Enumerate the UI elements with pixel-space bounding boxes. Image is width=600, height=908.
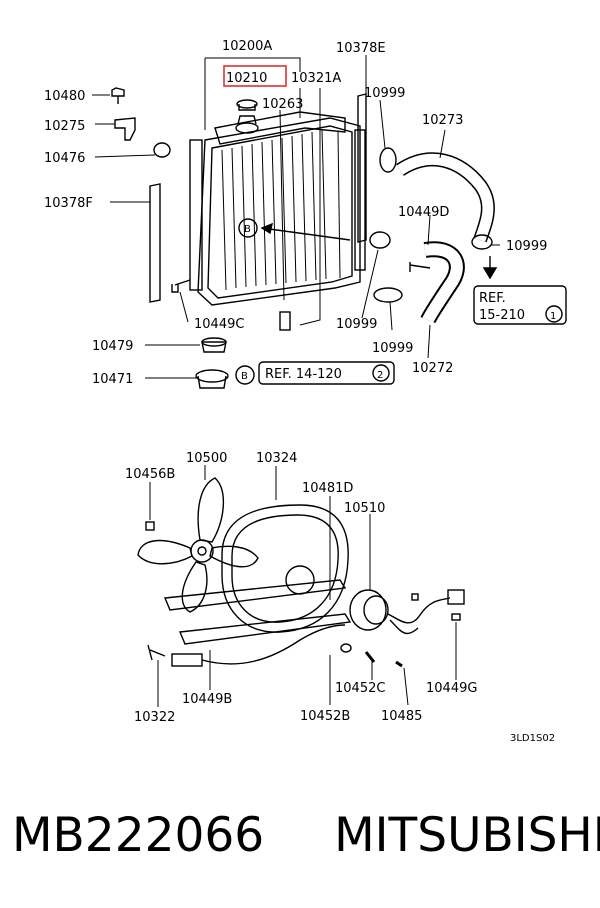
label-10324: 10324 <box>256 451 297 466</box>
radiator-body <box>197 117 361 306</box>
ref1-line2: 15-210 <box>479 308 525 323</box>
label-10449D: 10449D <box>398 205 449 220</box>
ref1-line1: REF. <box>479 291 506 306</box>
connector-10449B <box>171 653 203 667</box>
ref-box-14-120-num-circle <box>372 364 390 382</box>
label-10449G: 10449G <box>426 681 477 696</box>
marker-b-circle-2 <box>235 365 255 385</box>
radiator-cap <box>235 122 259 134</box>
mount-bolt-10449C <box>171 279 191 293</box>
marker-b-1: B <box>244 224 251 235</box>
ref2-number: 2 <box>377 370 383 381</box>
cap-10210-side <box>238 104 256 111</box>
fan-frame-lower-bar <box>178 613 352 645</box>
bolt-10449D <box>409 262 431 272</box>
label-10479: 10479 <box>92 339 133 354</box>
fan-shroud-10324 <box>221 504 349 633</box>
label-10999-a: 10999 <box>364 86 405 101</box>
label-10485: 10485 <box>381 709 422 724</box>
sensor-10322 <box>147 644 166 661</box>
label-10500: 10500 <box>186 451 227 466</box>
leader-lines-fan <box>149 465 457 707</box>
radiator-left-side-bracket <box>189 139 203 291</box>
diagram-code: 3LD1S02 <box>510 733 555 744</box>
fan-blades-10500 <box>137 477 259 613</box>
label-10210: 10210 <box>226 71 267 86</box>
ref-box-14-120 <box>258 361 395 385</box>
nut-10452B <box>340 643 352 653</box>
part-footer: MB222066 MITSUBISHI <box>12 808 600 878</box>
bolt-10480 <box>111 87 125 97</box>
highlight-box-10210 <box>223 65 287 87</box>
motor-wiring <box>387 597 451 624</box>
hose-clamp-lower-left <box>369 231 391 249</box>
fan-group: 10500 10324 10456B 10481D 10510 10322 10… <box>125 451 555 744</box>
brand-name: MITSUBISHI <box>334 808 600 863</box>
label-10263: 10263 <box>262 97 303 112</box>
sensor-harness <box>201 624 346 665</box>
hose-clamp-upper-left <box>379 147 397 173</box>
label-10449B: 10449B <box>182 692 232 707</box>
grommet-10476 <box>153 142 171 158</box>
label-10471: 10471 <box>92 372 133 387</box>
ref-box-15-210-num-circle <box>545 305 563 323</box>
label-10452B: 10452B <box>300 709 350 724</box>
seal-10378F <box>149 183 161 303</box>
cap-10210 <box>236 99 258 109</box>
radiator-cap-neck <box>237 115 257 125</box>
label-10321A: 10321A <box>291 71 341 86</box>
marker-b-circle-1 <box>238 218 258 238</box>
label-10456B: 10456B <box>125 467 175 482</box>
clip-10481D-near <box>411 593 419 601</box>
bolt-10456B <box>145 521 155 531</box>
label-10476: 10476 <box>44 151 85 166</box>
label-10999-b: 10999 <box>506 239 547 254</box>
radiator-group: 10200A 10378E 10210 10321A 10263 10999 1… <box>44 39 567 389</box>
bolt-10485 <box>395 660 403 668</box>
label-10999-d: 10999 <box>372 341 413 356</box>
reference-arrow-b <box>261 227 351 241</box>
fan-frame-upper-bar <box>163 579 347 611</box>
clip-10449G <box>451 613 461 621</box>
label-10322: 10322 <box>134 710 175 725</box>
label-10999-c: 10999 <box>336 317 377 332</box>
lower-hose-10272-fill <box>422 243 463 323</box>
radiator-core-fins <box>221 129 341 291</box>
label-10481D: 10481D <box>302 481 353 496</box>
seal-10378E <box>357 93 367 243</box>
connector-10449G <box>447 589 465 605</box>
ref1-number: 1 <box>550 311 556 322</box>
radiator-inner-frame <box>207 125 353 299</box>
mount-10471 <box>195 369 229 383</box>
drain-cock <box>279 311 291 331</box>
leader-lines-radiator <box>92 55 500 379</box>
stud-10452C <box>364 651 376 663</box>
insulator-10479 <box>201 341 227 353</box>
label-10378E: 10378E <box>336 41 386 56</box>
marker-b-2: B <box>241 371 248 382</box>
label-10272: 10272 <box>412 361 453 376</box>
label-10275: 10275 <box>44 119 85 134</box>
hose-clamp-lower-bottom <box>373 287 403 303</box>
radiator-and-fan-diagram: 10200A 10378E 10210 10321A 10263 10999 1… <box>44 39 567 744</box>
label-10452C: 10452C <box>335 681 385 696</box>
upper-hose-10273-fill <box>396 153 494 242</box>
label-10378F: 10378F <box>44 196 93 211</box>
fan-motor-10510 <box>349 589 387 631</box>
label-10480: 10480 <box>44 89 85 104</box>
ref2-text: REF. 14-120 <box>265 367 342 382</box>
bracket-10275 <box>114 117 136 141</box>
part-number: MB222066 <box>12 808 265 863</box>
label-10200A: 10200A <box>222 39 272 54</box>
ref-box-15-210 <box>473 285 567 325</box>
label-10510: 10510 <box>344 501 385 516</box>
hose-clamp-upper-right <box>471 234 493 250</box>
radiator-right-side-bracket <box>354 129 366 271</box>
label-10273: 10273 <box>422 113 463 128</box>
shroud-opening <box>285 565 315 595</box>
label-10449C: 10449C <box>194 317 244 332</box>
